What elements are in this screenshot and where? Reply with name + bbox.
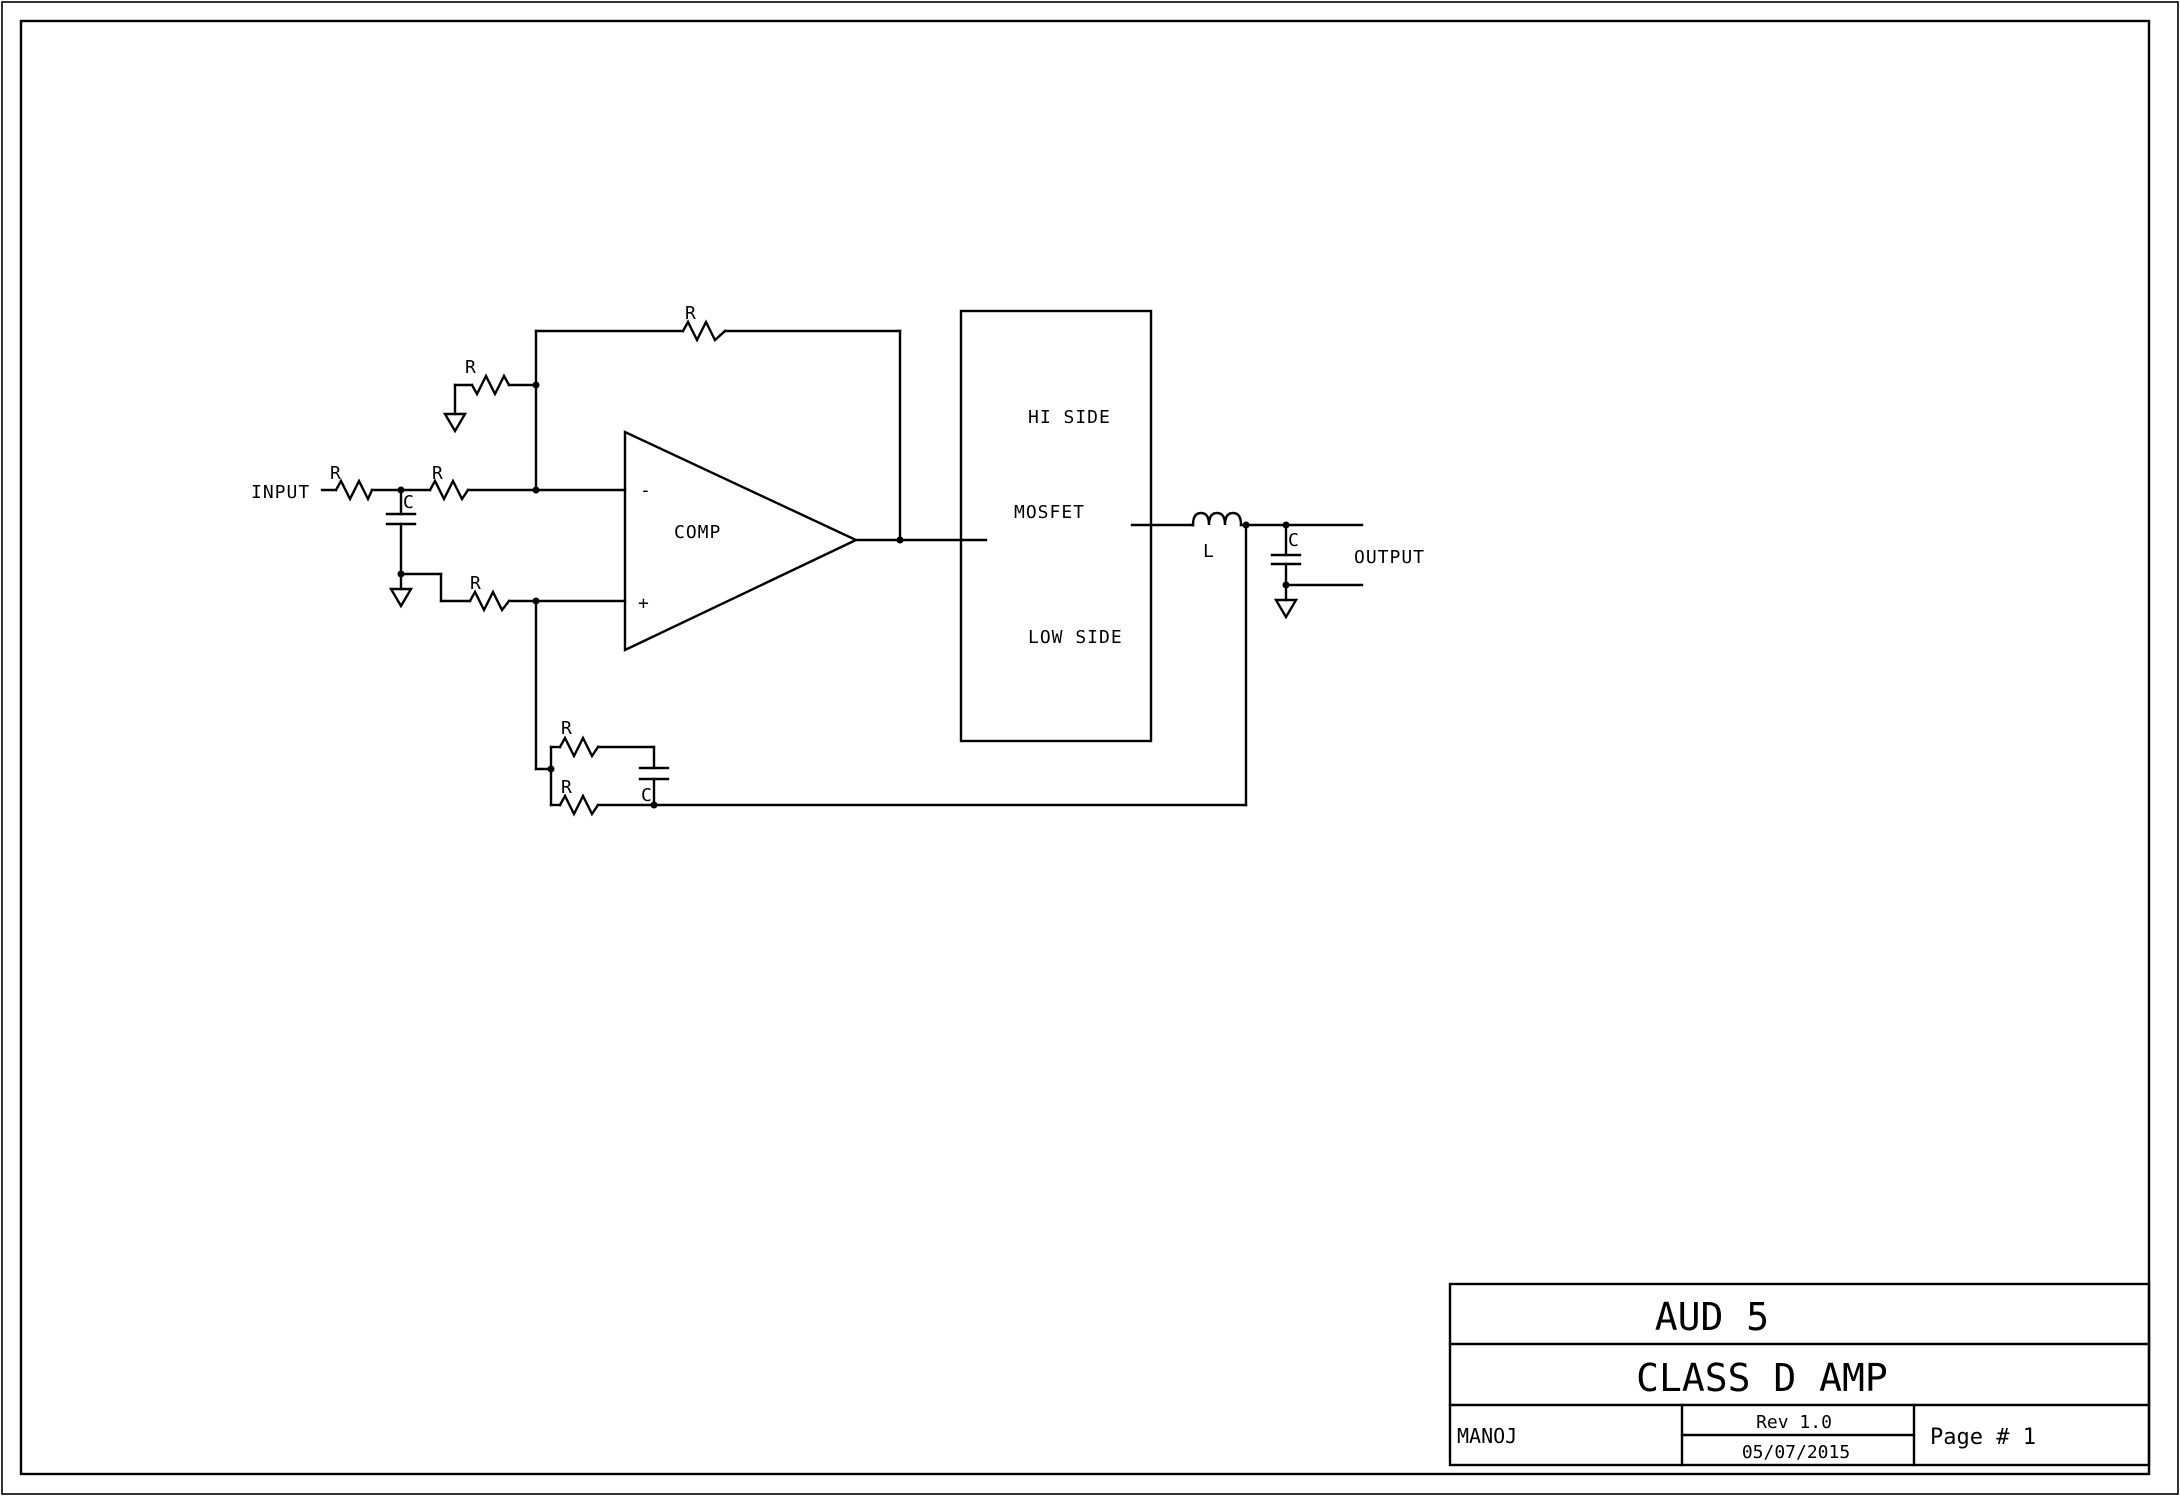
ground-icon-output	[1273, 598, 1299, 620]
mosfet-low-side: LOW SIDE	[1028, 627, 1123, 648]
title-project: AUD 5	[1655, 1295, 1769, 1339]
comparator-symbol	[623, 430, 859, 652]
title-author: MANOJ	[1457, 1424, 1517, 1448]
resistor-rc-bottom-label: R	[561, 777, 573, 798]
capacitor-rc-label: C	[641, 785, 653, 806]
comparator-plus: +	[638, 593, 650, 614]
resistor-series	[428, 478, 470, 502]
resistor-ground	[470, 373, 511, 397]
resistor-rc-bottom	[558, 793, 600, 817]
capacitor-output-label: C	[1288, 530, 1300, 551]
mosfet-hi-side: HI SIDE	[1028, 407, 1111, 428]
comparator-minus: -	[640, 480, 652, 501]
resistor-plus	[468, 589, 511, 613]
resistor-ground-label: R	[465, 357, 477, 378]
resistor-rc-top-label: R	[561, 718, 573, 739]
resistor-rc-top	[558, 735, 600, 759]
title-name: CLASS D AMP	[1636, 1356, 1888, 1400]
comparator-label: COMP	[674, 522, 721, 543]
resistor-feedback	[681, 319, 727, 343]
ground-icon-input	[388, 587, 414, 609]
title-revision: Rev 1.0	[1756, 1412, 1832, 1433]
title-page: Page # 1	[1930, 1425, 2036, 1450]
junction-comp-out	[896, 536, 904, 544]
resistor-feedback-label: R	[685, 303, 697, 324]
title-date: 05/07/2015	[1742, 1442, 1850, 1463]
resistor-input-label: R	[330, 463, 342, 484]
capacitor-input-label: C	[403, 492, 415, 513]
inner-border	[19, 19, 2151, 1476]
inductor-output	[1191, 511, 1243, 527]
ground-icon-feedback	[442, 412, 468, 434]
title-block: AUD 5 CLASS D AMP MANOJ Rev 1.0 05/07/20…	[1448, 1282, 2151, 1467]
input-label: INPUT	[251, 482, 310, 503]
inductor-output-label: L	[1203, 541, 1215, 562]
resistor-plus-label: R	[470, 573, 482, 594]
mosfet-label: MOSFET	[1014, 502, 1085, 523]
resistor-series-label: R	[432, 463, 444, 484]
output-label: OUTPUT	[1354, 547, 1425, 568]
resistor-input	[334, 478, 374, 502]
mosfet-block	[959, 309, 1153, 743]
